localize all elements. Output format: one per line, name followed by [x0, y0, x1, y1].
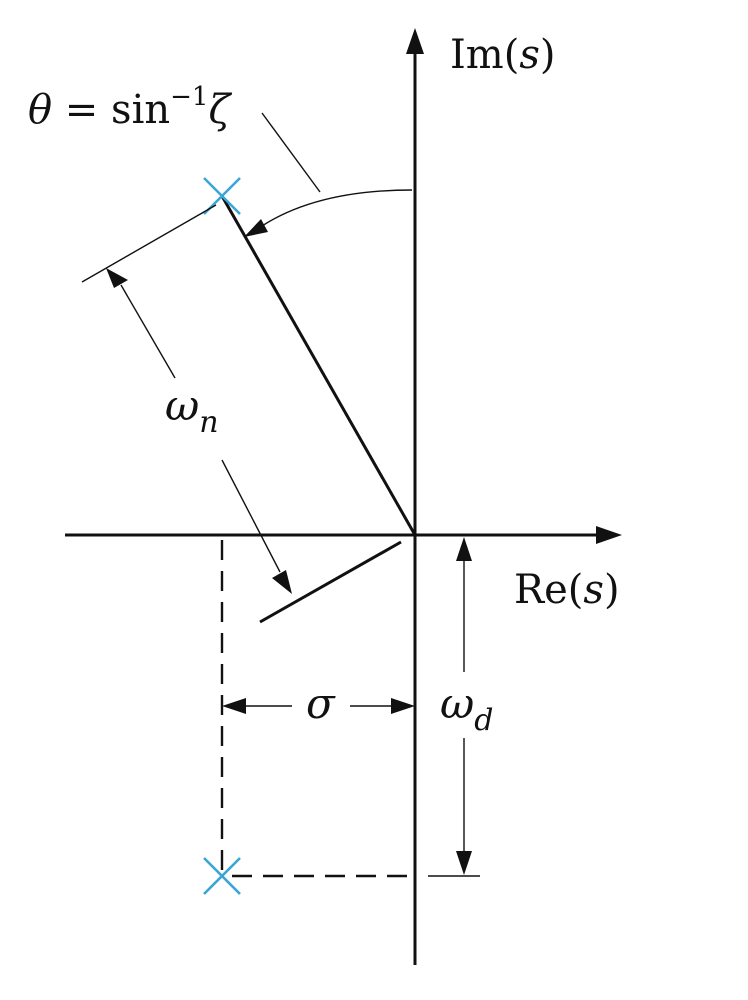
damped-frequency-dimension [428, 537, 480, 877]
natural-frequency-label: ωn [165, 381, 219, 440]
decay-rate-dimension [222, 698, 415, 714]
angle-label: θ = sin−1ζ [28, 82, 232, 133]
angle-arc [244, 112, 413, 237]
pole-lower-marker [203, 857, 241, 895]
natural-frequency-dimension [81, 204, 402, 624]
pole-vector [220, 195, 417, 536]
damped-frequency-label: ωd [440, 679, 493, 738]
real-axis-label: Re(s) [514, 567, 620, 613]
imaginary-axis [406, 28, 424, 965]
decay-rate-label: σ [306, 679, 336, 728]
real-axis [65, 526, 622, 544]
dashed-projection-lines [220, 540, 415, 878]
imaginary-axis-label: Im(s) [450, 32, 555, 78]
